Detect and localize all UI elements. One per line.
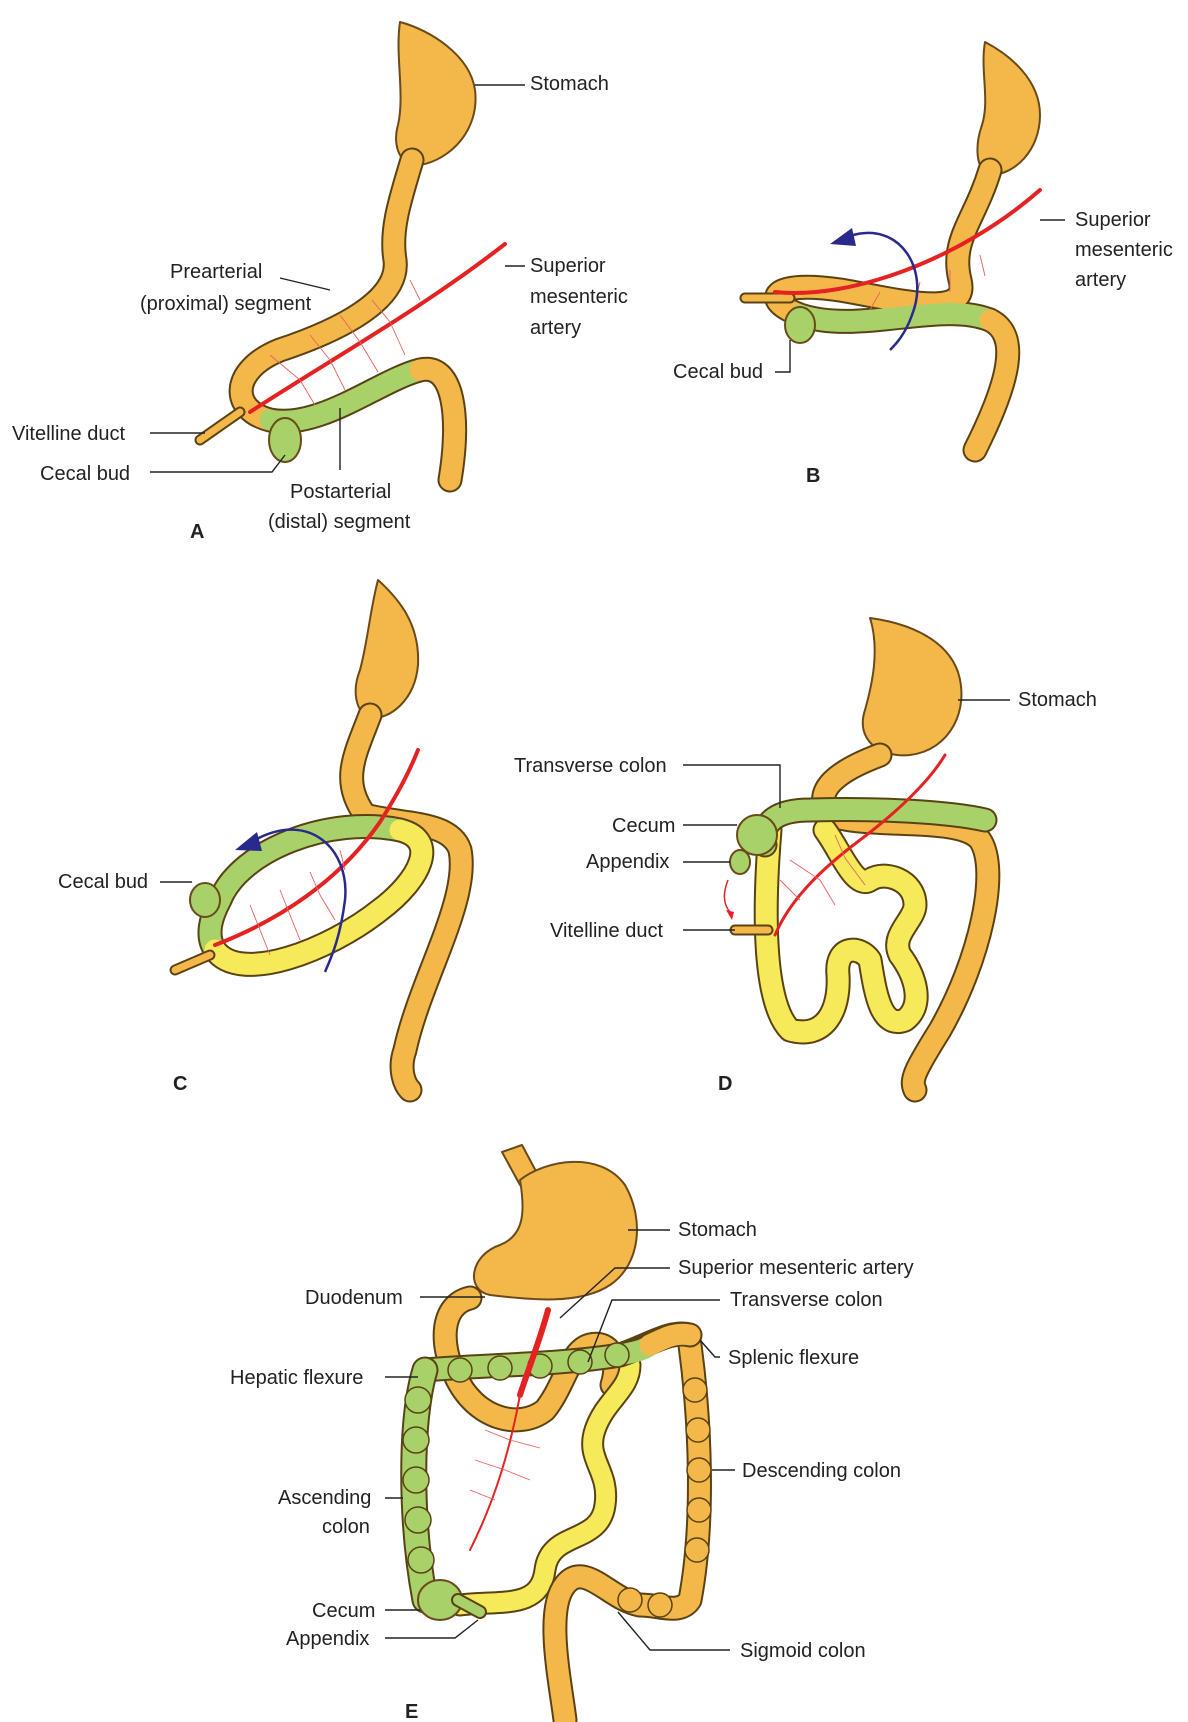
label-stomach: Stomach — [530, 73, 609, 95]
label-prearterial-1: Prearterial — [170, 261, 262, 283]
panel-c: Cecal bud C — [58, 580, 461, 1095]
panel-b: Superior mesenteric artery Cecal bud B — [673, 42, 1173, 487]
label-ascending-2: colon — [322, 1516, 370, 1538]
leader-transverse — [683, 765, 780, 808]
cecum-shape — [737, 815, 777, 855]
label-sma-1: Superior — [1075, 209, 1151, 231]
small-intestine — [766, 830, 916, 1032]
artery-branches — [470, 1430, 540, 1500]
label-vitelline: Vitelline duct — [12, 423, 125, 445]
leader-appendix — [385, 1620, 478, 1638]
label-vitelline: Vitelline duct — [550, 920, 663, 942]
label-ascending-1: Ascending — [278, 1487, 371, 1509]
appendix-arrowhead — [726, 910, 734, 920]
label-postarterial-2: (distal) segment — [268, 511, 411, 533]
label-stomach: Stomach — [678, 1219, 757, 1241]
panel-letter-b: B — [806, 465, 820, 487]
transverse-colon-orange — [650, 1334, 690, 1345]
leader-prearterial — [280, 278, 330, 290]
label-appendix: Appendix — [286, 1628, 369, 1650]
stomach-shape — [863, 618, 962, 755]
cecal-bud-shape — [785, 307, 815, 343]
panel-letter-e: E — [405, 1701, 418, 1722]
label-splenic: Splenic flexure — [728, 1347, 859, 1369]
label-cecum: Cecum — [312, 1600, 375, 1622]
stomach-shape — [977, 42, 1040, 175]
panel-e: Stomach Superior mesenteric artery Duode… — [230, 1145, 914, 1722]
rotation-arrowhead — [235, 832, 262, 851]
label-sigmoid: Sigmoid colon — [740, 1640, 866, 1662]
label-sma-2: mesenteric — [1075, 239, 1173, 261]
label-postarterial-1: Postarterial — [290, 481, 391, 503]
panel-a: Stomach Prearterial (proximal) segment S… — [12, 22, 628, 543]
label-cecal: Cecal bud — [40, 463, 130, 485]
label-descending: Descending colon — [742, 1460, 901, 1482]
label-cecum: Cecum — [612, 815, 675, 837]
distal-tube — [420, 369, 455, 480]
panel-letter-a: A — [190, 521, 204, 543]
distal-tube — [975, 320, 1008, 450]
panel-letter-c: C — [173, 1073, 187, 1095]
label-hepatic: Hepatic flexure — [230, 1367, 363, 1389]
label-duodenum: Duodenum — [305, 1287, 403, 1309]
label-prearterial-2: (proximal) segment — [140, 293, 312, 315]
label-sma: Superior mesenteric artery — [678, 1257, 914, 1279]
panel-letter-d: D — [718, 1073, 732, 1095]
label-cecal: Cecal bud — [673, 361, 763, 383]
label-cecal: Cecal bud — [58, 871, 148, 893]
stomach-shape — [396, 22, 475, 165]
label-sma-2: mesenteric — [530, 286, 628, 308]
label-transverse: Transverse colon — [730, 1289, 883, 1311]
cecal-limb — [800, 314, 990, 322]
rotation-arrowhead — [830, 228, 856, 246]
stomach-shape — [356, 580, 418, 718]
leader-cecal — [150, 455, 285, 472]
postarterial-segment — [270, 370, 420, 421]
appendix-descent-arrow — [724, 880, 730, 912]
label-sma-3: artery — [1075, 269, 1126, 291]
appendix-shape — [730, 850, 750, 874]
label-sma-3: artery — [530, 317, 581, 339]
cecal-bud-shape — [190, 883, 220, 917]
leader-cecal — [775, 340, 790, 372]
label-stomach: Stomach — [1018, 689, 1097, 711]
vitelline-duct-fill — [200, 412, 240, 440]
label-appendix: Appendix — [586, 851, 669, 873]
panel-d: Stomach Transverse colon Cecum Appendix … — [514, 618, 1097, 1095]
label-transverse: Transverse colon — [514, 755, 667, 777]
stomach-shape — [474, 1162, 637, 1300]
label-sma-1: Superior — [530, 255, 606, 277]
